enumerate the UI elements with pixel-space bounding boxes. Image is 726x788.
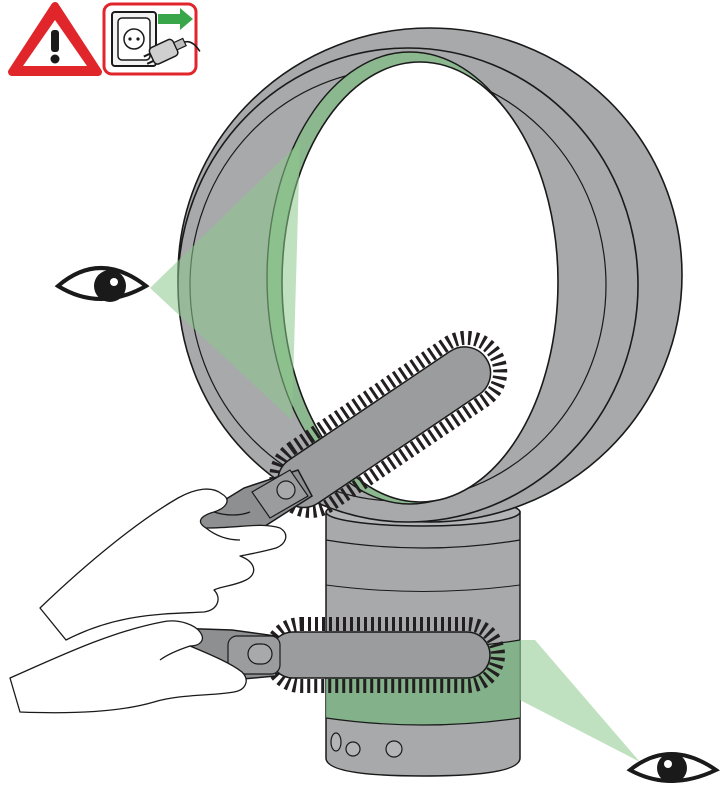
unplug-socket-icon (104, 4, 200, 74)
eye-icon (630, 753, 716, 783)
inspection-highlight-bottom (520, 640, 640, 762)
eye-icon (58, 268, 146, 302)
warning-triangle-icon (12, 6, 98, 72)
